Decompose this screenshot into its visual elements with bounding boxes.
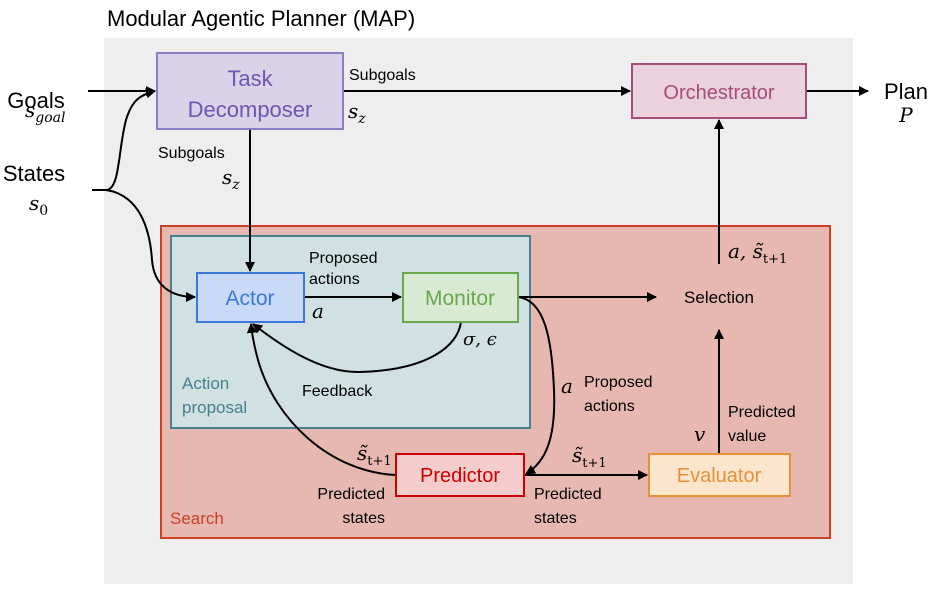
action-proposal-label-line1: Action xyxy=(182,374,229,393)
plan-label: Plan xyxy=(884,79,928,104)
actor-monitor-label-line2: actions xyxy=(309,271,360,288)
predictor-evaluator-label-line2: states xyxy=(534,510,577,527)
edge-states-to-actor xyxy=(105,189,196,302)
orchestrator-module[interactable]: Orchestrator xyxy=(631,63,807,119)
predictor-label: Predictor xyxy=(420,465,500,487)
monitor-label: Monitor xyxy=(425,287,495,310)
subgoals-down-symbol: sz xyxy=(222,165,240,193)
states-label: States xyxy=(3,161,65,186)
plan-symbol: P xyxy=(898,103,913,127)
edge-predictor-to-actor xyxy=(246,323,397,476)
orchestrator-label: Orchestrator xyxy=(663,82,774,104)
monitor-feedback-symbol: σ, ϵ xyxy=(463,329,497,350)
task-decomposer-module[interactable]: Task Decomposer xyxy=(156,52,344,130)
task-decomposer-label-line1: Task xyxy=(227,66,273,91)
selection-label: Selection xyxy=(684,288,754,307)
evaluator-selection-symbol: v xyxy=(694,422,706,446)
action-proposal-label-line2: proposal xyxy=(182,398,247,417)
predictor-actor-label-line1: Predicted xyxy=(317,486,385,503)
evaluator-selection-label-line2: value xyxy=(728,428,766,445)
goals-symbol: sgoal xyxy=(25,98,65,126)
search-group-label: Search xyxy=(170,509,224,528)
subgoals-right-label: Subgoals xyxy=(349,67,416,84)
edge-states-to-decomposer xyxy=(92,88,156,191)
task-decomposer-label-line2: Decomposer xyxy=(188,97,313,122)
edge-monitor-feedback-to-actor xyxy=(252,321,462,374)
evaluator-label: Evaluator xyxy=(677,465,762,487)
subgoals-down-label: Subgoals xyxy=(158,145,225,162)
monitor-predictor-label-line1: Proposed xyxy=(584,374,653,391)
actor-monitor-label-line1: Proposed xyxy=(309,250,378,267)
actor-label: Actor xyxy=(225,287,274,310)
predictor-actor-label-line2: states xyxy=(342,510,385,527)
monitor-predictor-symbol: a xyxy=(561,374,573,398)
monitor-module[interactable]: Monitor xyxy=(402,272,519,323)
evaluator-module[interactable]: Evaluator xyxy=(648,453,791,497)
predictor-evaluator-label-line1: Predicted xyxy=(534,486,602,503)
predictor-module[interactable]: Predictor xyxy=(395,453,525,497)
goals-label: Goals xyxy=(7,88,64,113)
actor-module[interactable]: Actor xyxy=(196,272,305,323)
evaluator-selection-label-line1: Predicted xyxy=(728,404,796,421)
monitor-feedback-label: Feedback xyxy=(302,383,373,400)
actor-monitor-symbol: a xyxy=(312,299,324,323)
subgoals-right-symbol: sz xyxy=(348,99,366,127)
states-symbol: s0 xyxy=(29,191,48,219)
diagram-title: Modular Agentic Planner (MAP) xyxy=(107,6,415,31)
monitor-predictor-label-line2: actions xyxy=(584,398,635,415)
selection-orchestrator-symbol: a, s̃t+1 xyxy=(728,239,787,267)
predictor-actor-symbol: s̃t+1 xyxy=(357,441,392,469)
action-proposal-group xyxy=(170,235,531,429)
edge-monitor-to-predictor xyxy=(517,296,556,475)
predictor-evaluator-symbol: s̃t+1 xyxy=(572,443,607,471)
